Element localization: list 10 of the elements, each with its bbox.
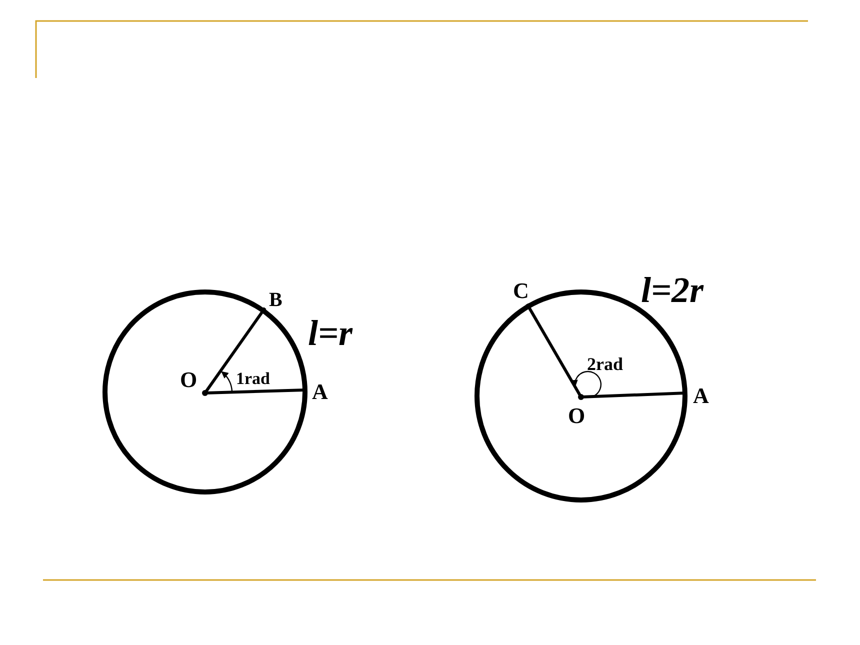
point-label: C xyxy=(513,280,529,302)
arc-length-formula: l=2r xyxy=(641,272,704,308)
point-label: A xyxy=(693,385,709,407)
point-label: O xyxy=(180,369,198,391)
angle-label: 1rad xyxy=(236,370,270,387)
point-label: B xyxy=(269,290,282,310)
point-label: O xyxy=(568,405,586,427)
angle-label: 2rad xyxy=(587,355,623,373)
point-label: A xyxy=(312,381,328,403)
arc-length-formula: l=r xyxy=(308,315,353,351)
